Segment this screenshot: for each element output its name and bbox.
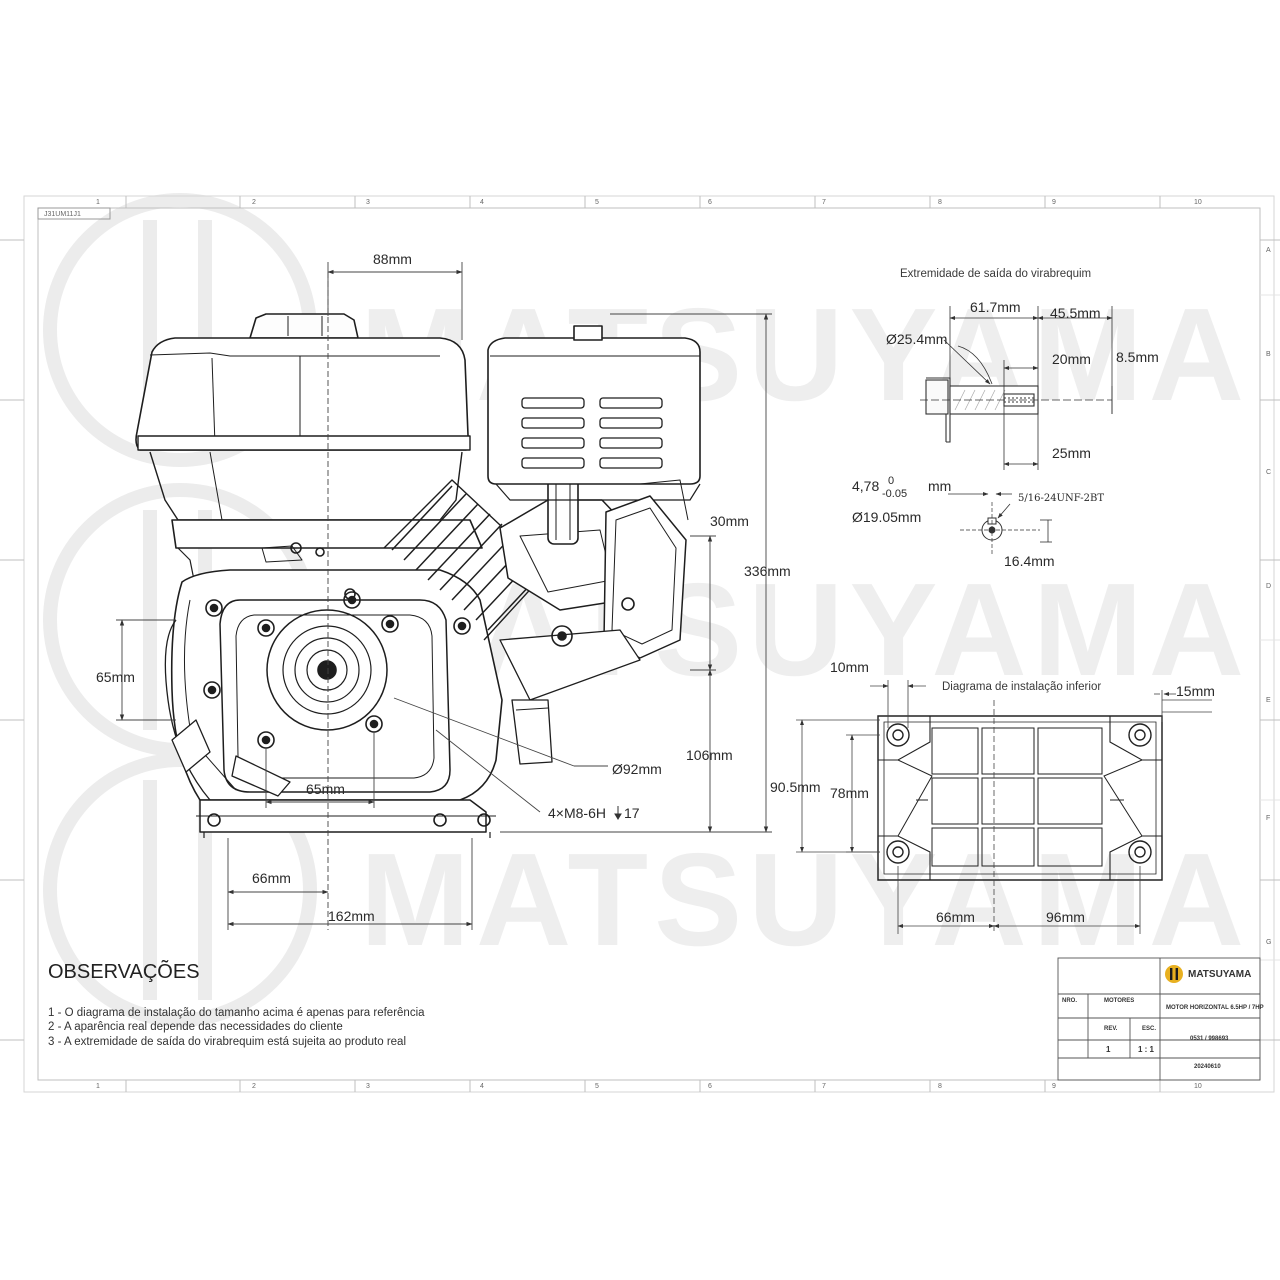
observation-line: 2 - A aparência real depende das necessi…: [48, 1021, 343, 1033]
grid-row-label: A: [1266, 247, 1271, 254]
engine-front-view: [135, 313, 701, 838]
grid-col-label: 4: [480, 1083, 484, 1090]
dim-thread-length: 20mm: [1052, 351, 1091, 367]
grid-col-label: 10: [1194, 1083, 1202, 1090]
dim-bore-diameter-small: Ø19.05mm: [852, 509, 921, 525]
dim-top-width: 88mm: [373, 251, 412, 267]
grid-col-label: 4: [480, 199, 484, 206]
key-section-drawing: [948, 492, 1052, 556]
dim-edge-offset: 15mm: [1176, 683, 1215, 699]
observations: OBSERVAÇÕES 1 - O diagrama de instalação…: [48, 959, 425, 1048]
grid-row-label: F: [1266, 815, 1270, 822]
dim-upper-offset: 30mm: [710, 513, 749, 529]
grid-column-labels-top: 1 2 3 4 5 6 7 8 9 10: [96, 199, 1202, 206]
sheet-frame: [0, 195, 1280, 1093]
title-block-rev-value: 1: [1106, 1045, 1111, 1054]
dim-thread-spec: 4×M8-6H: [548, 805, 606, 821]
dim-pto-height: 106mm: [686, 747, 733, 763]
grid-col-label: 8: [938, 1083, 942, 1090]
title-block-no-label: NRO.: [1062, 998, 1077, 1004]
crankshaft-detail-drawing: [920, 306, 1113, 470]
grid-col-label: 3: [366, 1083, 370, 1090]
observation-line: 3 - A extremidade de saída do virabrequi…: [48, 1036, 406, 1048]
grid-col-label: 7: [822, 1083, 826, 1090]
grid-row-label: E: [1266, 697, 1271, 704]
title-block-esc-label: ESC.: [1142, 1026, 1156, 1032]
observations-title: OBSERVAÇÕES: [48, 959, 200, 983]
title-block-code: 0531 / 998693: [1190, 1036, 1229, 1042]
base-diagram-drawing: [877, 715, 1163, 881]
dim-base-width: 162mm: [328, 908, 375, 924]
grid-col-label: 2: [252, 1083, 256, 1090]
grid-col-label: 7: [822, 199, 826, 206]
dim-crank-length-a: 61.7mm: [970, 299, 1021, 315]
dim-key-depth: 16.4mm: [1004, 553, 1055, 569]
dim-inner-depth: 78mm: [830, 785, 869, 801]
grid-col-label: 2: [252, 199, 256, 206]
crank-detail-labels: 61.7mm 45.5mm Ø25.4mm 20mm 8.5mm 25mm: [886, 299, 1159, 461]
dim-outer-depth: 90.5mm: [770, 779, 821, 795]
title-block-esc-value: 1 : 1: [1138, 1045, 1155, 1054]
dim-slot-width: 10mm: [830, 659, 869, 675]
front-view-dimension-labels: 88mm 336mm 30mm 106mm 65mm 65mm Ø92mm 4×…: [96, 251, 791, 924]
corner-label: J31UM11J1: [44, 211, 81, 218]
dim-key-tol-upper: 0: [888, 475, 894, 487]
dim-crank-length-b: 45.5mm: [1050, 305, 1101, 321]
dim-bore-diameter: Ø92mm: [612, 761, 662, 777]
grid-col-label: 5: [595, 199, 599, 206]
dim-key-width: 4,78: [852, 478, 879, 494]
dim-keyway-length: 25mm: [1052, 445, 1091, 461]
base-diagram-dimension-lines: [796, 680, 1212, 934]
grid-col-label: 8: [938, 199, 942, 206]
crank-detail-title: Extremidade de saída do virabrequim: [900, 268, 1091, 280]
grid-column-labels-bottom: 1 2 3 4 5 6 7 8 9 10: [96, 1083, 1202, 1090]
dim-thread-depth: 17: [624, 805, 640, 821]
grid-col-label: 3: [366, 199, 370, 206]
watermark-text-2: MATSUYAMA: [360, 556, 1250, 703]
base-diagram-labels: 10mm 15mm 90.5mm 78mm 66mm 96mm: [770, 659, 1215, 925]
watermark-text-3: MATSUYAMA: [360, 826, 1250, 973]
front-view-dimension-lines: [116, 262, 772, 930]
grid-row-label: B: [1266, 351, 1271, 358]
key-section-labels: 4,78 0 -0.05 mm 5/16-24UNF-2BT Ø19.05mm …: [852, 475, 1104, 569]
dim-key-unit: mm: [928, 478, 951, 494]
dim-hole-diameter: 8.5mm: [1116, 349, 1159, 365]
dim-left-bolt-spacing: 65mm: [96, 669, 135, 685]
grid-col-label: 9: [1052, 199, 1056, 206]
grid-row-label: G: [1266, 939, 1271, 946]
dim-base-offset: 66mm: [252, 870, 291, 886]
grid-row-label: D: [1266, 583, 1271, 590]
dim-thread-spec-unf: 5/16-24UNF-2BT: [1018, 493, 1104, 504]
grid-col-label: 6: [708, 1083, 712, 1090]
observation-line: 1 - O diagrama de instalação do tamanho …: [48, 1007, 425, 1019]
grid-col-label: 6: [708, 199, 712, 206]
dim-right-spacing: 96mm: [1046, 909, 1085, 925]
title-block-motores-label: MOTORES: [1104, 998, 1134, 1004]
title-block-rev-label: REV.: [1104, 1026, 1118, 1032]
dim-flange-bolt-spacing: 65mm: [306, 781, 345, 797]
dim-key-tol-lower: -0.05: [882, 488, 907, 500]
matsuyama-logo-icon: [1165, 965, 1183, 983]
title-block-brand: MATSUYAMA: [1188, 969, 1251, 980]
watermark: MATSUYAMA MATSUYAMA MATSUYAMA: [43, 193, 1250, 1027]
title-block-date: 20240610: [1194, 1064, 1221, 1070]
dim-height-total: 336mm: [744, 563, 791, 579]
grid-col-label: 9: [1052, 1083, 1056, 1090]
grid-row-label: C: [1266, 469, 1271, 476]
grid-row-labels: A B C D E F G: [1266, 247, 1271, 946]
grid-col-label: 5: [595, 1083, 599, 1090]
title-block-description: MOTOR HORIZONTAL 6.5HP / 7HP: [1166, 1005, 1264, 1011]
grid-col-label: 10: [1194, 199, 1202, 206]
base-diagram-title: Diagrama de instalação inferior: [942, 681, 1101, 693]
dim-left-spacing: 66mm: [936, 909, 975, 925]
grid-col-label: 1: [96, 199, 100, 206]
dim-shaft-diameter: Ø25.4mm: [886, 331, 947, 347]
title-block: MATSUYAMA NRO. MOTORES MOTOR HORIZONTAL …: [1057, 957, 1264, 1081]
grid-col-label: 1: [96, 1083, 100, 1090]
depth-arrow-icon: [614, 806, 622, 820]
